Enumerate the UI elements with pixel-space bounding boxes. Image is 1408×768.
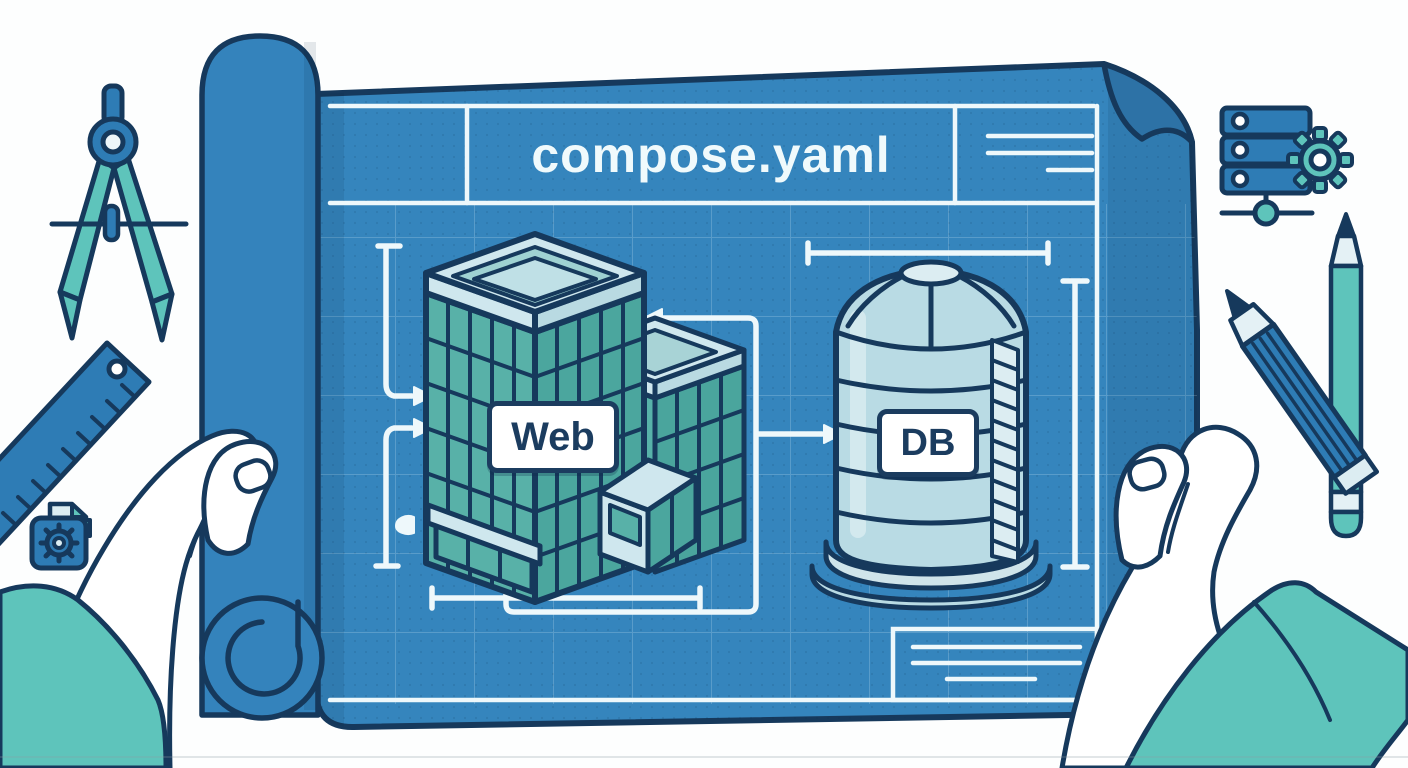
gear-icon — [1286, 126, 1354, 194]
left-roll — [199, 33, 325, 721]
web-service-label: Web — [487, 401, 619, 473]
striped-pencil-icon — [1225, 289, 1380, 496]
floor-line — [0, 756, 1408, 758]
left-sleeve — [0, 583, 169, 768]
network-node-icon — [1252, 199, 1280, 227]
blueprint-filename-title: compose.yaml — [531, 127, 891, 183]
fold-corner — [1101, 61, 1195, 145]
thumb-nail — [1127, 456, 1167, 492]
right-hand — [1059, 424, 1408, 768]
db-service-label: DB — [877, 409, 979, 477]
thumb-nail — [233, 458, 273, 494]
ladder — [990, 338, 1020, 564]
drafting-compass-icon — [49, 83, 189, 343]
left-hand — [0, 428, 279, 768]
header-note-lines — [985, 133, 1095, 173]
annex-block — [597, 457, 699, 575]
right-sleeve — [1123, 580, 1408, 768]
config-file-gear-icon — [29, 501, 92, 571]
blueprint-scroll — [199, 33, 1210, 740]
ruler-icon — [0, 340, 152, 547]
entrance — [425, 502, 543, 595]
small-marker — [395, 515, 415, 536]
server-stack-icon — [1219, 105, 1354, 227]
dimension-lines — [373, 240, 1090, 615]
web-building — [423, 231, 747, 605]
